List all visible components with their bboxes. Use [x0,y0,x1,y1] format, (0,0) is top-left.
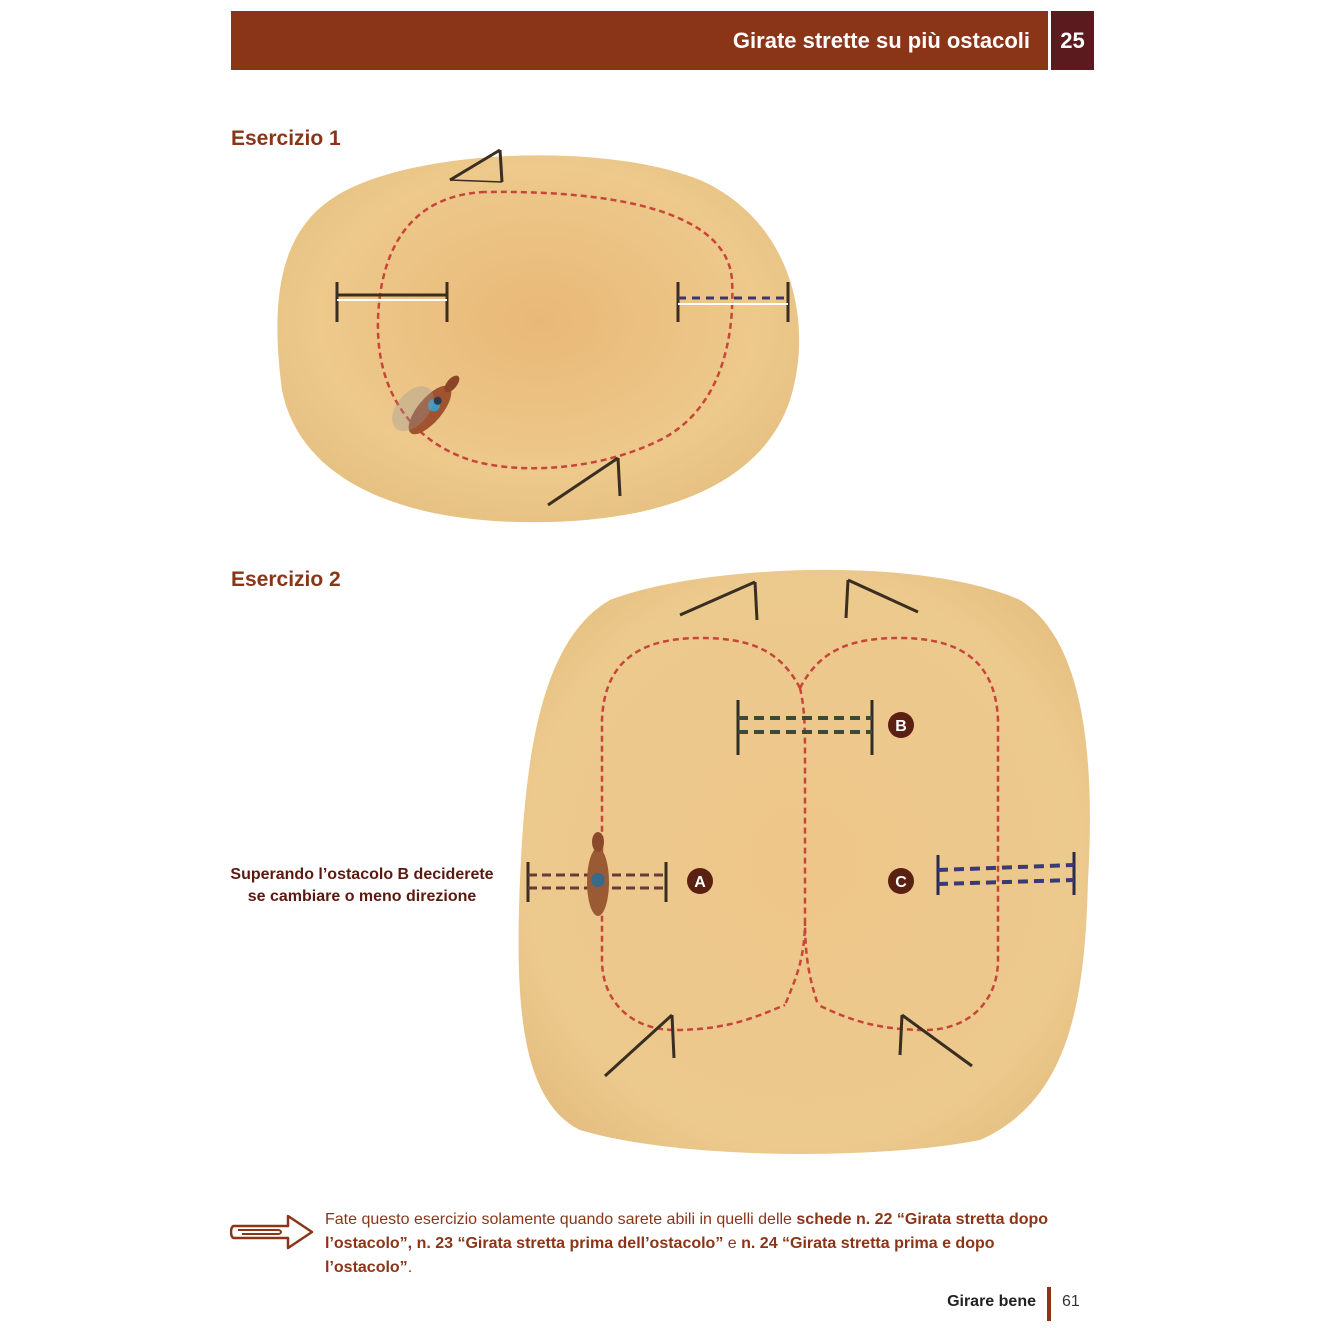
chapter-number: 25 [1051,11,1094,70]
tip-text: Fate questo esercizio solamente quando s… [325,1208,1085,1280]
header-bar: Girate strette su più ostacoli [231,11,1048,70]
riding-path [376,190,734,470]
tip-text-part1: Fate questo esercizio solamente quando s… [325,1211,797,1228]
riding-path-right [798,636,1000,1032]
label-c: C [888,868,914,894]
jump-left [335,282,449,322]
footer-separator [1047,1287,1051,1321]
side-note: Superando l’ostacolo B deciderete se cam… [222,864,502,908]
page-number: 61 [1062,1293,1080,1310]
jump-right [676,282,790,322]
exercise-1-arena-illustration [277,148,800,523]
label-b: B [888,712,914,738]
jump-b [736,700,874,755]
jump-top-left [679,580,759,621]
jump-bottom-left [603,1013,676,1078]
label-a: A [687,868,713,894]
paperclip-arrow-icon [230,1214,314,1250]
tip-text-part2: e [723,1235,742,1252]
riding-path-center [783,687,820,1006]
jump-bottom-right [898,1013,973,1068]
jump-a [526,862,668,902]
exercise-2-title: Esercizio 2 [231,568,341,591]
chapter-title: Girate strette su più ostacoli [732,28,1030,53]
tip-text-part3: . [407,1259,413,1276]
exercise-1-title: Esercizio 1 [231,127,341,150]
jump-bottom [547,456,622,507]
riding-path-left [600,636,802,1032]
horse-rider [587,832,609,916]
side-note-line1: Superando l’ostacolo B deciderete [230,866,494,883]
jump-c [936,852,1076,895]
label-b-text: B [895,718,907,735]
tip-bold-part2: n. 24 “Girata stretta prima e dopo l’ost… [325,1235,995,1276]
jump-top [449,148,504,183]
arena-sand [277,155,800,523]
tip-bold-part1: schede n. 22 “Girata stretta dopo l’osta… [325,1211,1049,1252]
label-c-text: C [895,874,907,891]
jump-top-right [844,578,919,619]
footer-section-title: Girare bene [947,1293,1036,1310]
horse-rider [392,375,460,435]
label-a-text: A [694,874,706,891]
exercise-2-arena-illustration: B A C [518,569,1090,1154]
side-note-line2: se cambiare o meno direzione [247,888,477,905]
